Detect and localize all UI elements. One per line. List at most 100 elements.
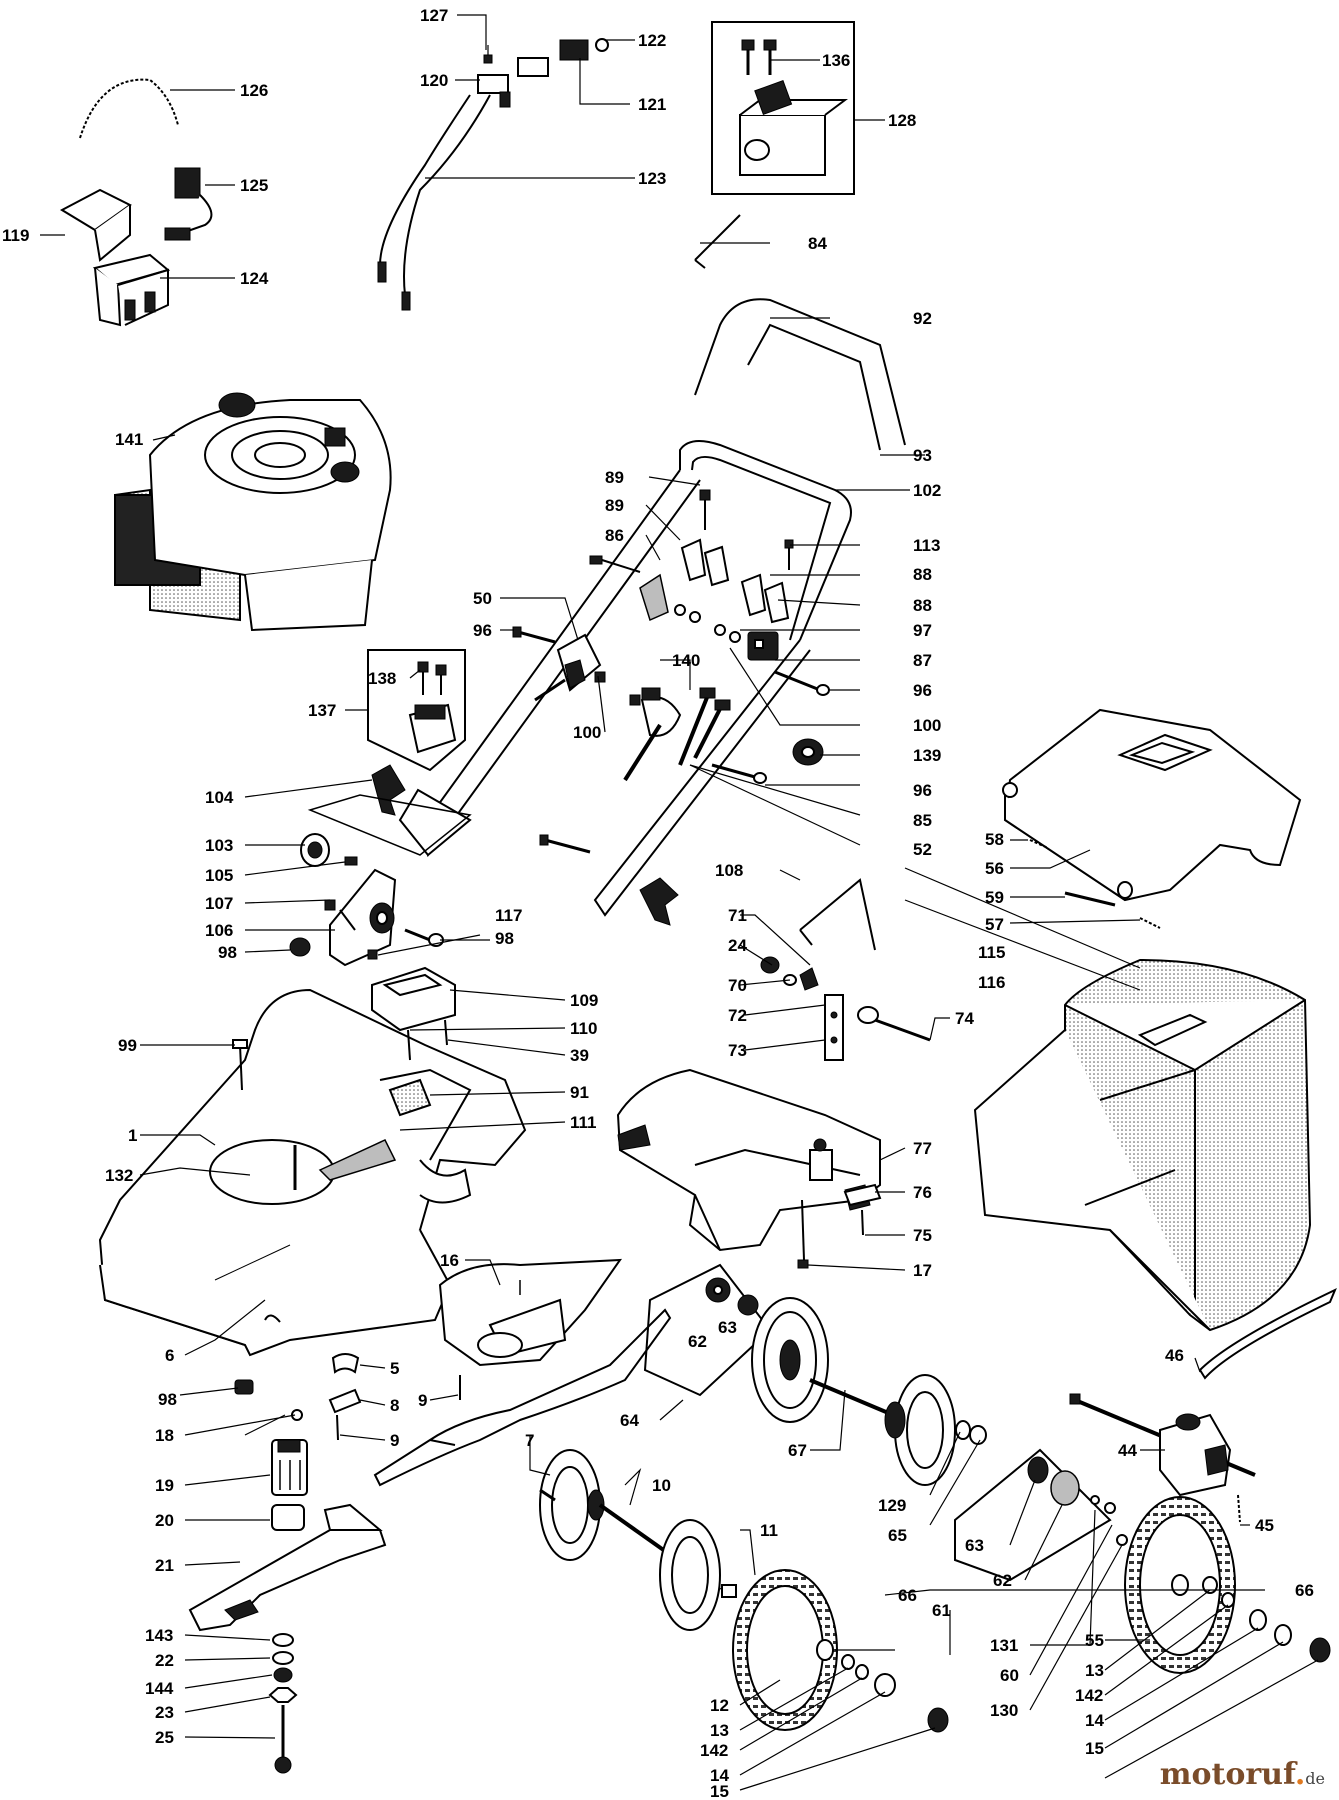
label-98-a: 98 bbox=[218, 943, 237, 962]
label-109: 109 bbox=[570, 991, 598, 1010]
label-72: 72 bbox=[728, 1006, 747, 1025]
label-24: 24 bbox=[728, 936, 747, 955]
label-119: 119 bbox=[2, 226, 29, 245]
bowden-cable-123 bbox=[377, 94, 491, 311]
label-115: 115 bbox=[978, 943, 1005, 962]
rear-discharge-77 bbox=[616, 1068, 881, 1252]
cover-109 bbox=[371, 966, 456, 1061]
label-50: 50 bbox=[473, 589, 492, 608]
drive-belt-46 bbox=[1198, 1287, 1337, 1380]
watermark-brand: motoruf bbox=[1159, 1757, 1295, 1792]
label-93: 93 bbox=[913, 446, 932, 465]
label-13-b: 13 bbox=[710, 1721, 729, 1740]
label-91: 91 bbox=[570, 1083, 589, 1102]
label-102: 102 bbox=[913, 481, 941, 500]
label-70: 70 bbox=[728, 976, 747, 995]
label-66-a: 66 bbox=[898, 1586, 917, 1605]
cover-119 bbox=[59, 188, 132, 262]
label-131: 131 bbox=[990, 1636, 1018, 1655]
wheel-hub-67 bbox=[751, 1297, 956, 1486]
label-96-c: 96 bbox=[913, 781, 932, 800]
screws-96 bbox=[512, 626, 830, 854]
label-122: 122 bbox=[638, 31, 666, 50]
label-132: 132 bbox=[105, 1166, 133, 1185]
front-axle-10 bbox=[539, 1449, 737, 1631]
spring-58-57-rod-59 bbox=[1029, 839, 1161, 929]
label-66-b: 66 bbox=[1295, 1581, 1314, 1600]
deck-bolt-99 bbox=[232, 1039, 248, 1091]
blade-assembly bbox=[188, 1409, 387, 1774]
bracket-70-74 bbox=[760, 956, 931, 1061]
label-108: 108 bbox=[715, 861, 743, 880]
label-136: 136 bbox=[822, 51, 850, 70]
deck-hardware-5-9 bbox=[234, 1353, 461, 1441]
lower-handle-left-52 bbox=[398, 469, 701, 858]
label-19: 19 bbox=[155, 1476, 174, 1495]
connector-121-122 bbox=[517, 38, 609, 77]
handle-bar-102 bbox=[679, 440, 852, 641]
label-46: 46 bbox=[1165, 1346, 1184, 1365]
label-63-a: 63 bbox=[718, 1318, 737, 1337]
label-111: 111 bbox=[570, 1113, 597, 1132]
label-9-a: 9 bbox=[390, 1431, 399, 1450]
label-16: 16 bbox=[440, 1251, 459, 1270]
label-116: 116 bbox=[978, 973, 1005, 992]
label-15-b: 15 bbox=[710, 1782, 729, 1800]
motoruf-watermark: motoruf.de bbox=[1160, 1757, 1325, 1792]
label-57: 57 bbox=[985, 915, 1004, 934]
plug-125 bbox=[164, 167, 213, 241]
label-56: 56 bbox=[985, 859, 1004, 878]
label-103: 103 bbox=[205, 836, 233, 855]
label-129: 129 bbox=[878, 1496, 906, 1515]
label-13-a: 13 bbox=[1085, 1661, 1104, 1680]
label-128: 128 bbox=[888, 111, 916, 130]
cable-spring-126 bbox=[79, 78, 179, 139]
label-142-b: 142 bbox=[700, 1741, 728, 1760]
nuts-100 bbox=[594, 671, 641, 706]
spring-45 bbox=[1237, 1494, 1241, 1523]
label-100-b: 100 bbox=[913, 716, 941, 735]
label-92: 92 bbox=[913, 309, 932, 328]
label-6: 6 bbox=[165, 1346, 174, 1365]
label-60: 60 bbox=[1000, 1666, 1019, 1685]
label-98-b: 98 bbox=[495, 929, 514, 948]
lever-108 bbox=[799, 878, 876, 951]
label-117: 117 bbox=[495, 906, 522, 925]
label-64: 64 bbox=[620, 1411, 639, 1430]
label-120: 120 bbox=[420, 71, 448, 90]
label-126: 126 bbox=[240, 81, 268, 100]
label-130: 130 bbox=[990, 1701, 1018, 1720]
label-98-c: 98 bbox=[158, 1390, 177, 1409]
label-144: 144 bbox=[145, 1679, 174, 1698]
label-52: 52 bbox=[913, 840, 932, 859]
label-87: 87 bbox=[913, 651, 932, 670]
label-106: 106 bbox=[205, 921, 233, 940]
lever-parts-86-89 bbox=[589, 489, 794, 661]
label-22: 22 bbox=[155, 1651, 174, 1670]
bolts-17-75-76 bbox=[797, 1183, 882, 1269]
label-86: 86 bbox=[605, 526, 624, 545]
upper-handle-92 bbox=[694, 298, 906, 451]
label-67: 67 bbox=[788, 1441, 807, 1460]
label-76: 76 bbox=[913, 1183, 932, 1202]
label-105: 105 bbox=[205, 866, 233, 885]
front-wheel-12 bbox=[732, 1569, 838, 1731]
label-15-a: 15 bbox=[1085, 1739, 1104, 1758]
label-137: 137 bbox=[308, 701, 336, 720]
label-11: 11 bbox=[760, 1521, 778, 1540]
cable-clamp-120 bbox=[477, 74, 511, 108]
engine-141 bbox=[114, 392, 392, 632]
label-59: 59 bbox=[985, 888, 1004, 907]
rear-wheel-hardware bbox=[1202, 1576, 1331, 1663]
watermark-tld: de bbox=[1305, 1769, 1325, 1788]
label-140: 140 bbox=[672, 651, 700, 670]
part-number-labels: 127 122 120 121 126 125 119 124 123 136 … bbox=[2, 6, 1314, 1800]
label-73: 73 bbox=[728, 1041, 747, 1060]
wing-nut-lower bbox=[639, 877, 679, 926]
label-62-a: 62 bbox=[688, 1332, 707, 1351]
gearbox-44 bbox=[1069, 1393, 1256, 1497]
label-25: 25 bbox=[155, 1728, 174, 1747]
label-62-b: 62 bbox=[993, 1571, 1012, 1590]
label-9-b: 9 bbox=[418, 1391, 427, 1410]
gear-set-box-61 bbox=[954, 1448, 1128, 1582]
